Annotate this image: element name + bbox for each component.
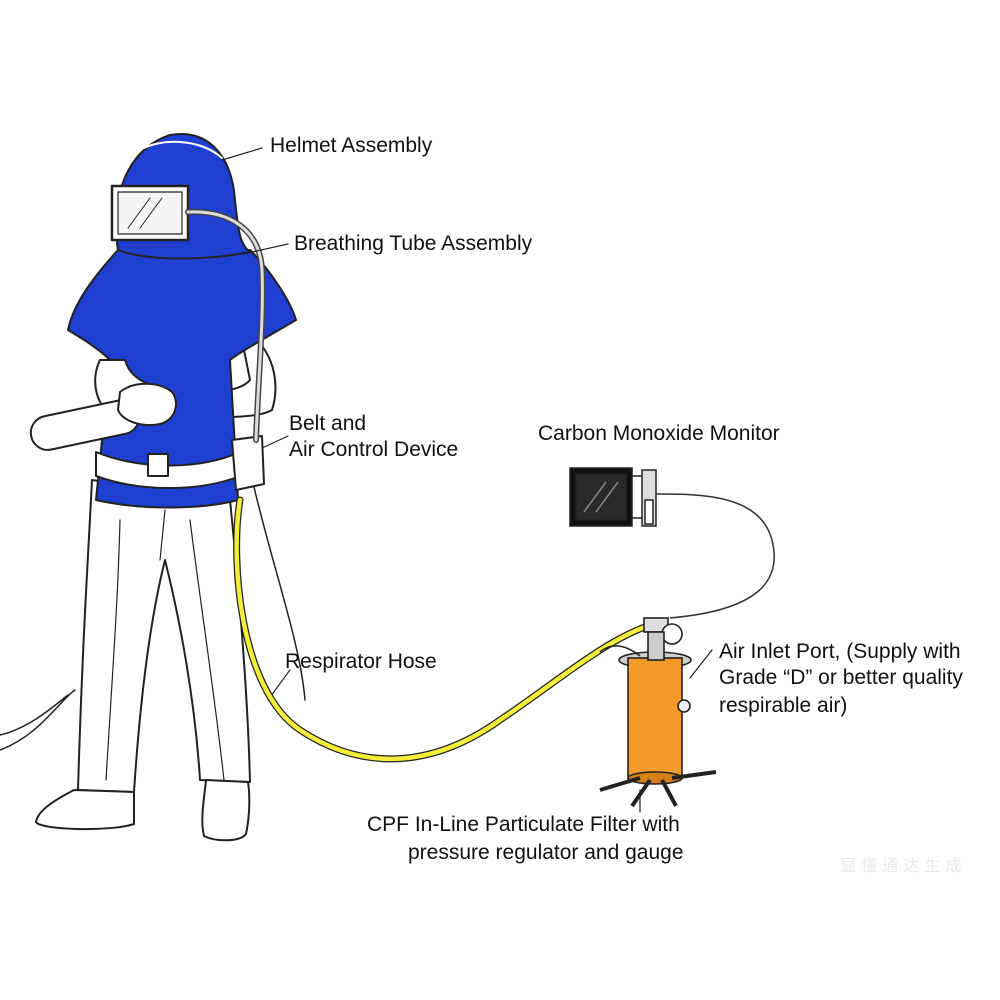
leader-helmet <box>221 147 263 161</box>
label-co-monitor: Carbon Monoxide Monitor <box>538 422 780 445</box>
floor-air-line <box>0 689 76 751</box>
blue-tunic <box>67 249 297 509</box>
co-sample-line <box>655 493 775 619</box>
helmet-ridge <box>139 140 223 159</box>
label-belt-line1: Belt and <box>289 412 367 435</box>
hands <box>117 382 177 426</box>
right-shoe <box>201 779 251 842</box>
label-breathing-tube: Breathing Tube Assembly <box>294 232 533 255</box>
label-inlet-line2: Grade “D” or better quality <box>719 666 963 689</box>
label-belt-line2: Air Control Device <box>289 438 459 461</box>
leader-breathing <box>251 243 289 253</box>
respirator-hose <box>233 496 664 763</box>
label-filter-line1: CPF In-Line Particulate Filter with <box>367 813 680 836</box>
watermark: 显 懂 通 达 生 成 <box>840 856 962 875</box>
label-respirator-hose: Respirator Hose <box>285 650 437 673</box>
belt-buckle <box>147 453 169 477</box>
label-inlet-line3: respirable air) <box>719 694 848 717</box>
co-monitor <box>569 467 657 527</box>
particulate-filter <box>599 617 717 808</box>
label-filter-line2: pressure regulator and gauge <box>408 841 684 864</box>
leg-fold-lines <box>105 509 225 781</box>
label-inlet-line1: Air Inlet Port, (Supply with <box>719 640 961 663</box>
coverall-legs <box>77 479 251 793</box>
rear-air-line <box>249 469 306 701</box>
left-shoe <box>35 789 135 831</box>
leader-belt <box>261 435 289 449</box>
leader-inlet <box>689 649 713 679</box>
air-control-device <box>231 435 265 491</box>
label-helmet-assembly: Helmet Assembly <box>270 134 433 157</box>
